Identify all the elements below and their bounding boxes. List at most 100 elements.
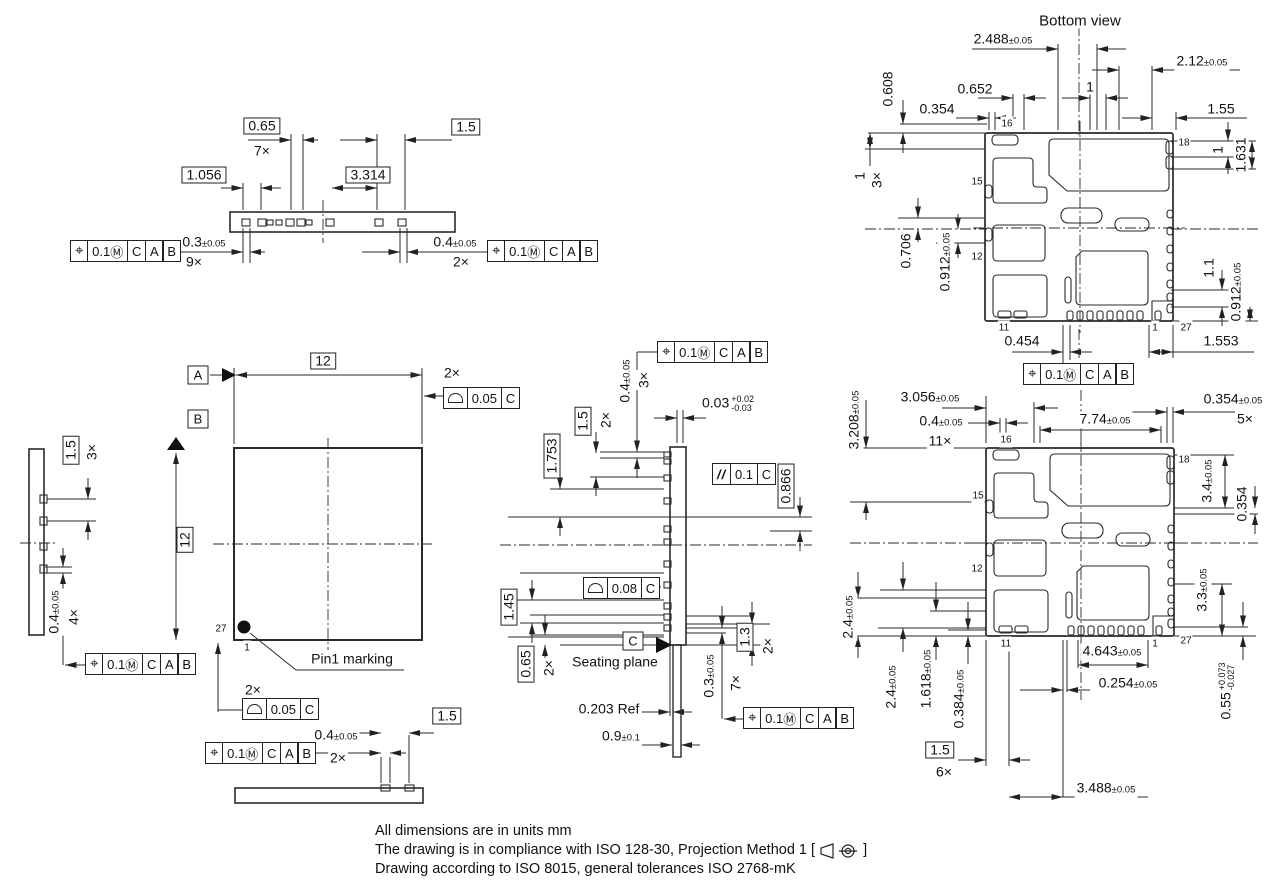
datum-b-label: B: [187, 409, 209, 429]
parallelism-icon: //: [712, 463, 732, 485]
dim-0-608: 0.608: [879, 69, 896, 109]
dim-1-5-6x: 1.5: [925, 741, 955, 759]
dim-0-354-top: 0.354: [917, 100, 957, 117]
dim-1-5: 1.5: [62, 435, 80, 465]
dim-0-3-7x: 0.3±0.05: [700, 652, 719, 700]
pin-18: 18: [1177, 135, 1191, 151]
dim-2-12: 2.12±0.05: [1174, 52, 1230, 71]
dim-4-643: 4.643±0.05: [1080, 642, 1144, 661]
pin-12: 12: [970, 561, 984, 577]
position-icon: ⌖: [1023, 363, 1042, 385]
first-angle-projection-icon: [820, 842, 858, 859]
position-icon: ⌖: [205, 742, 224, 764]
pin-27: 27: [214, 621, 228, 637]
pin-12: 12: [970, 249, 984, 265]
position-icon: ⌖: [70, 240, 89, 262]
dim-0-4-4x: 0.4±0.05: [45, 588, 64, 636]
mmc-icon: Ⓜ: [783, 711, 797, 727]
note-units: All dimensions are in units mm: [375, 823, 572, 839]
pin-15: 15: [970, 174, 984, 190]
position-icon: ⌖: [743, 707, 762, 729]
dim-12-width: 12: [310, 352, 336, 370]
dim-0-354-right: 0.354: [1233, 484, 1250, 524]
dim-1-1: 1.1: [1200, 256, 1217, 280]
dim-3-4: 3.4±0.05: [1198, 457, 1217, 505]
dim-2-4-b: 2.4±0.05: [882, 663, 901, 711]
pin-11: 11: [999, 636, 1013, 652]
dim-1-45: 1.45: [500, 588, 518, 626]
mmc-icon: Ⓜ: [125, 657, 139, 673]
dim-1-631: 1.631: [1232, 135, 1249, 175]
pin-1: 1: [1151, 636, 1159, 652]
qty-2x: 2×: [540, 658, 557, 678]
dim-2-488: 2.488±0.05: [971, 30, 1035, 49]
qty-2x: 2×: [243, 681, 263, 698]
qty-9x: 9×: [184, 253, 204, 270]
dim-3-056: 3.056±0.05: [898, 388, 962, 407]
profile-of-surface-icon: [448, 393, 463, 403]
dim-1-753: 1.753: [543, 433, 561, 479]
pin-27: 27: [1179, 320, 1193, 336]
dim-12-height: 12: [176, 527, 194, 553]
dim-0-652: 0.652: [955, 80, 995, 97]
pin-15: 15: [971, 488, 985, 504]
qty-2x: 2×: [442, 364, 462, 381]
dim-1-5: 1.5: [574, 406, 592, 436]
qty-3x: 3×: [83, 442, 100, 462]
dim-3-314: 3.314: [345, 166, 391, 184]
datum-c-label: C: [622, 631, 644, 651]
pin-16: 16: [999, 432, 1013, 448]
position-icon: ⌖: [85, 653, 104, 675]
dim-3-488: 3.488±0.05: [1074, 779, 1138, 798]
mmc-icon: Ⓜ: [527, 244, 541, 260]
dim-1-618: 1.618±0.05: [917, 647, 936, 711]
dim-0-9: 0.9±0.1: [600, 727, 642, 746]
dim-0-4-11x: 0.4±0.05: [917, 412, 965, 431]
dim-1-55: 1.55: [1205, 100, 1237, 117]
qty-3x: 3×: [635, 370, 652, 390]
dim-1-left: 1: [851, 170, 868, 182]
qty-3x: 3×: [868, 170, 885, 190]
mmc-icon: Ⓜ: [697, 345, 711, 361]
dim-0-866: 0.866: [777, 463, 795, 509]
dim-2-4-a: 2.4±0.05: [839, 593, 858, 641]
pin-1: 1: [1151, 320, 1159, 336]
qty-2x: 2×: [451, 253, 471, 270]
note-standard: Drawing according to ISO 8015, general t…: [375, 861, 796, 877]
dim-0-3: 0.3±0.05: [180, 233, 228, 252]
dim-0-4: 0.4±0.05: [431, 233, 479, 252]
package-bottom-pattern: [973, 121, 1185, 333]
mmc-icon: Ⓜ: [245, 746, 259, 762]
dim-0-254: 0.254±0.05: [1096, 674, 1160, 693]
dim-0-354-5x: 0.354±0.05: [1201, 390, 1265, 409]
dim-0-4-3x: 0.4±0.05: [616, 357, 635, 405]
qty-6x: 6×: [934, 763, 954, 780]
dim-7-74: 7.74±0.05: [1077, 410, 1133, 429]
dim-0-65: 0.65: [517, 645, 535, 683]
position-icon: ⌖: [487, 240, 506, 262]
dim-1-right: 1: [1209, 144, 1226, 156]
qty-2x: 2×: [759, 636, 776, 656]
qty-5x: 5×: [1235, 410, 1255, 427]
dim-0-55: 0.55+0.073-0.027: [1217, 660, 1236, 722]
dim-0-706: 0.706: [897, 231, 914, 271]
pin1-marking-label: Pin1 marking: [309, 650, 395, 667]
dim-3-3: 3.3±0.05: [1193, 566, 1212, 614]
pin-1: 1: [243, 640, 251, 656]
dim-0-384: 0.384±0.05: [950, 667, 969, 731]
dim-0-03: 0.03+0.02-0.03: [699, 394, 757, 413]
dim-1-top: 1: [1084, 78, 1096, 95]
dim-0-4: 0.4±0.05: [312, 726, 360, 745]
mmc-icon: Ⓜ: [1063, 367, 1077, 383]
package-bottom-pattern: [974, 436, 1186, 648]
